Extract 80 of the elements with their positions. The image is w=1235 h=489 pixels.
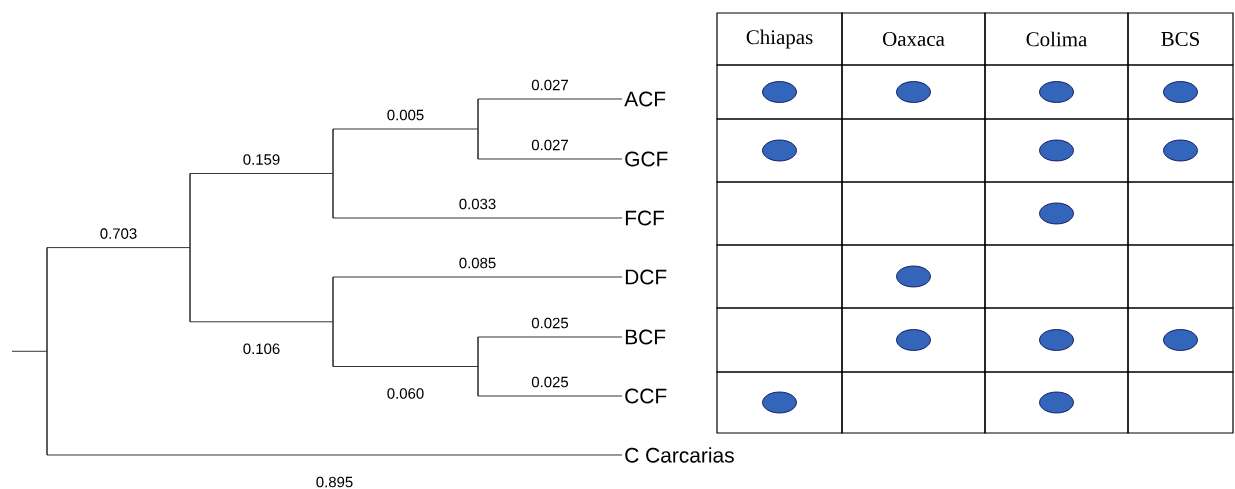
- branch-line: [189, 173, 191, 323]
- branch-line: [332, 276, 334, 367]
- table-cell: [841, 371, 986, 434]
- taxon-label: GCF: [625, 151, 668, 167]
- table-cell: [1127, 371, 1234, 434]
- table-cell: [841, 307, 986, 373]
- table-cell: [716, 181, 843, 246]
- table-cell: [984, 307, 1129, 373]
- presence-dot: [1163, 329, 1198, 351]
- table-cell: [716, 118, 843, 183]
- branch-length-label: 0.106: [243, 343, 280, 355]
- presence-dot: [1163, 81, 1198, 103]
- table-cell: [716, 371, 843, 434]
- branch-line: [332, 128, 334, 219]
- branch-length-label: 0.025: [531, 376, 569, 388]
- table-cell: [1127, 307, 1234, 373]
- taxon-label: BCF: [625, 329, 666, 345]
- table-cell: [1127, 118, 1234, 183]
- branch-line: [189, 173, 333, 174]
- table-cell: [984, 118, 1129, 183]
- branch-line: [332, 366, 478, 367]
- presence-dot: [896, 265, 931, 288]
- table-header-cell: Colima: [984, 12, 1129, 66]
- taxon-label: CCF: [625, 388, 667, 404]
- branch-line: [332, 276, 623, 278]
- table-cell: [841, 118, 986, 183]
- table-cell: [716, 307, 843, 373]
- presence-dot: [896, 81, 931, 103]
- table-cell: [716, 64, 843, 120]
- table-cell: [716, 244, 843, 309]
- taxon-label: DCF: [625, 269, 667, 285]
- branch-line: [477, 395, 623, 397]
- table-header-cell: Oaxaca: [841, 12, 986, 66]
- branch-line: [332, 217, 623, 219]
- table-cell: [1127, 244, 1234, 309]
- presence-dot: [1039, 329, 1074, 351]
- table-cell: [841, 64, 986, 120]
- branch-line: [477, 336, 479, 397]
- table-cell: [984, 244, 1129, 309]
- presence-dot: [1163, 139, 1198, 162]
- branch-length-label: 0.025: [531, 317, 569, 329]
- presence-dot: [762, 139, 797, 162]
- branch-line: [477, 158, 623, 160]
- presence-dot: [762, 391, 797, 414]
- presence-dot: [1039, 202, 1074, 225]
- branch-length-label: 0.027: [531, 79, 568, 91]
- branch-length-label: 0.895: [316, 476, 353, 488]
- table-cell: [984, 181, 1129, 246]
- presence-dot: [1039, 81, 1074, 103]
- table-cell: [984, 64, 1129, 120]
- table-cell: [841, 181, 986, 246]
- table-header-cell: Chiapas: [716, 12, 843, 66]
- branch-line: [189, 321, 333, 323]
- branch-length-label: 0.033: [459, 198, 496, 210]
- branch-length-label: 0.703: [100, 228, 137, 239]
- presence-dot: [1039, 139, 1074, 162]
- branch-length-label: 0.005: [387, 109, 424, 121]
- table-cell: [984, 371, 1129, 434]
- presence-dot: [896, 329, 931, 351]
- table-cell: [1127, 64, 1234, 120]
- branch-length-label: 0.060: [387, 388, 424, 399]
- branch-line: [477, 98, 623, 100]
- branch-line: [46, 454, 623, 456]
- branch-line: [477, 336, 623, 338]
- branch-line: [477, 98, 479, 160]
- branch-line: [46, 247, 48, 456]
- table-cell: [841, 244, 986, 309]
- taxon-label: FCF: [625, 210, 665, 226]
- branch-line: [11, 350, 47, 352]
- table-header-cell: BCS: [1127, 12, 1234, 66]
- presence-dot: [1039, 391, 1074, 414]
- branch-line: [332, 128, 478, 130]
- table-cell: [1127, 181, 1234, 246]
- branch-length-label: 0.085: [459, 257, 496, 269]
- branch-line: [46, 247, 190, 248]
- branch-length-label: 0.159: [243, 154, 280, 165]
- branch-length-label: 0.027: [531, 139, 568, 151]
- taxon-label: ACF: [624, 91, 666, 107]
- presence-dot: [762, 81, 797, 103]
- taxon-label: C Carcarias: [625, 447, 734, 463]
